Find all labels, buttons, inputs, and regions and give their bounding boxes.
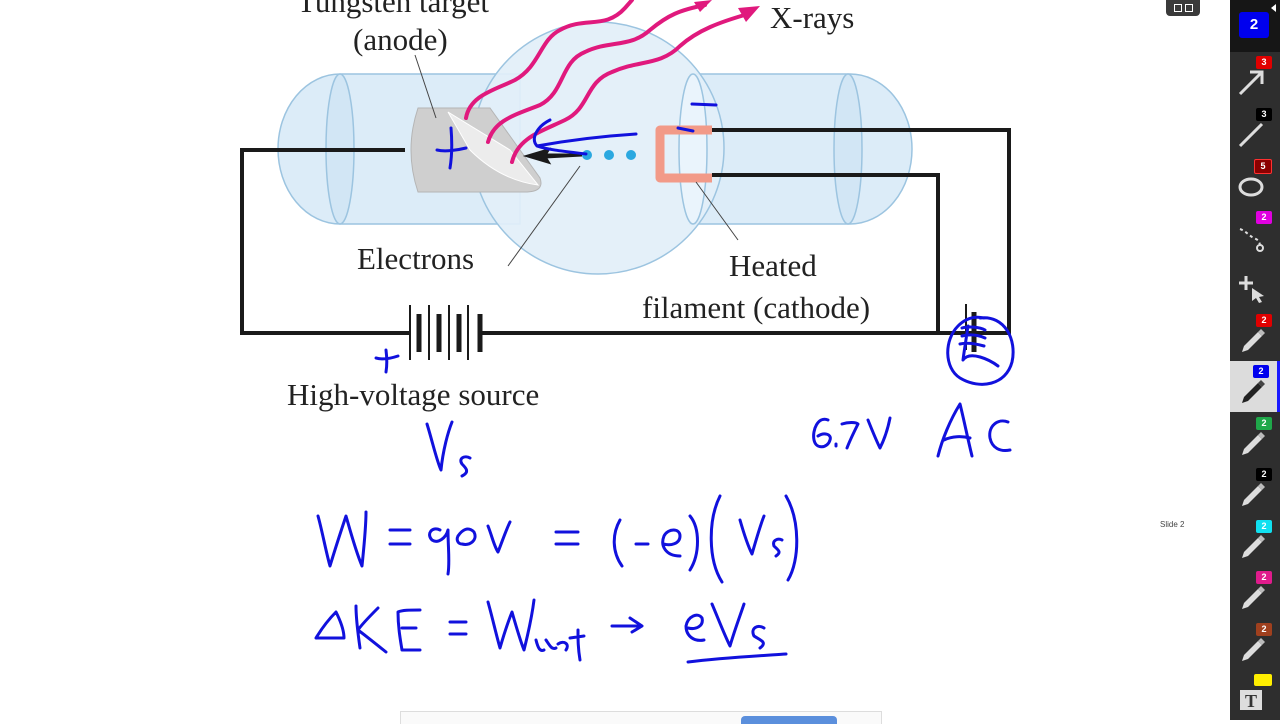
- pen-icon: [1242, 534, 1265, 558]
- tool-move[interactable]: [1230, 258, 1280, 309]
- ink-electron-arrow: [532, 118, 638, 156]
- tool-path[interactable]: 2: [1230, 207, 1280, 258]
- ink-anode-plus: [435, 126, 468, 170]
- ink-minus-small: [676, 126, 695, 133]
- pen-icon: [1242, 637, 1265, 661]
- pen-icon: [1242, 431, 1265, 455]
- tool-color-badge[interactable]: 2: [1256, 622, 1272, 636]
- tool-pen-brown[interactable]: 2: [1230, 619, 1280, 670]
- label-anode: (anode): [353, 22, 448, 57]
- xray-wave: [464, 0, 634, 120]
- bottom-panel[interactable]: [400, 711, 882, 724]
- layout-pane-icon: [1173, 4, 1182, 12]
- tool-color-badge[interactable]: 2: [1256, 468, 1272, 481]
- pen-icon: [1242, 328, 1265, 352]
- label-heated: Heated: [729, 248, 817, 283]
- xray-wave: [486, 3, 707, 144]
- tool-ellipse[interactable]: 5: [1230, 155, 1280, 206]
- tool-pen-black[interactable]: 2: [1230, 464, 1280, 515]
- layout-toggle-button[interactable]: [1166, 0, 1200, 16]
- xray-tube-diagram: [240, 0, 1015, 664]
- pen-icon: [1242, 586, 1265, 609]
- ink-eq1: [316, 494, 799, 584]
- line-icon: [1238, 122, 1264, 147]
- tool-color-badge[interactable]: 2: [1256, 519, 1272, 533]
- label-electrons: Electrons: [357, 241, 475, 276]
- bottom-panel-button[interactable]: [741, 716, 837, 724]
- tool-color-badge[interactable]: 3: [1256, 56, 1272, 69]
- arrow-icon: [1238, 70, 1264, 96]
- whiteboard-canvas[interactable]: Tungsten target (anode) X-rays Electrons…: [0, 0, 1230, 724]
- tool-color-badge[interactable]: 2: [1256, 571, 1272, 584]
- layout-pane-icon: [1184, 4, 1193, 12]
- tool-color-badge[interactable]: [1254, 674, 1272, 686]
- tool-color-badge[interactable]: 3: [1256, 107, 1272, 121]
- slide-label: Slide 2: [1160, 520, 1185, 529]
- ink-vs: [425, 420, 472, 478]
- tool-text[interactable]: T: [1230, 670, 1280, 721]
- tool-color-badge[interactable]: 5: [1254, 159, 1272, 174]
- right-tube-inner-ring: [678, 73, 708, 225]
- page-badge[interactable]: 2: [1239, 12, 1269, 38]
- ink-ac-circle: [946, 315, 1015, 386]
- toolbar-header: 2: [1230, 0, 1280, 52]
- label-high-voltage-source: High-voltage source: [287, 377, 540, 412]
- tool-pen-cyan[interactable]: 2: [1230, 516, 1280, 567]
- text-icon: T: [1240, 690, 1262, 711]
- anode-wire: [240, 148, 410, 335]
- xray-wave: [510, 12, 750, 164]
- tool-pen-magenta[interactable]: 2: [1230, 567, 1280, 618]
- tool-pen-blue[interactable]: 2: [1230, 361, 1280, 412]
- label-filament-cathode: filament (cathode): [642, 290, 871, 325]
- tool-arrow[interactable]: 3: [1230, 52, 1280, 103]
- tool-line[interactable]: 3: [1230, 104, 1280, 155]
- tool-color-badge[interactable]: 2: [1256, 210, 1272, 224]
- battery-symbol: [409, 305, 483, 360]
- anode-pointer: [414, 54, 437, 119]
- label-tungsten-target: Tungsten target: [297, 0, 490, 19]
- right-tube-ring: [833, 73, 863, 225]
- ink-battery-plus: [374, 348, 400, 374]
- tool-pen-green[interactable]: 2: [1230, 413, 1280, 464]
- ellipse-icon: [1238, 177, 1264, 197]
- electron-dot: [604, 150, 614, 160]
- ink-6-7v: [812, 416, 892, 450]
- anode-face: [447, 111, 540, 186]
- ink-ac-symbol: [958, 324, 1000, 368]
- electron-dot: [626, 150, 636, 160]
- tool-color-badge[interactable]: 2: [1256, 313, 1272, 327]
- path-icon: [1239, 227, 1264, 252]
- cathode-wire-bottom: [482, 173, 940, 335]
- ink-eq2: [314, 598, 788, 664]
- pen-icon: [1242, 483, 1265, 506]
- ink-ac: [936, 402, 1012, 458]
- move-icon: [1239, 276, 1264, 303]
- electron-pointer: [507, 165, 581, 267]
- xray-arrowhead: [738, 6, 760, 22]
- filament-pointer: [695, 181, 739, 241]
- xray-arrowhead: [694, 0, 712, 12]
- tool-color-badge[interactable]: 2: [1256, 416, 1272, 430]
- svg-text:T: T: [1245, 691, 1257, 711]
- tool-pen-red[interactable]: 2: [1230, 310, 1280, 361]
- pen-icon: [1242, 380, 1265, 403]
- collapse-icon[interactable]: [1271, 4, 1276, 12]
- electron-arrow: [522, 147, 583, 165]
- tool-color-badge[interactable]: 2: [1253, 365, 1269, 378]
- label-xrays: X-rays: [770, 0, 855, 35]
- ink-cathode-minus: [690, 102, 718, 107]
